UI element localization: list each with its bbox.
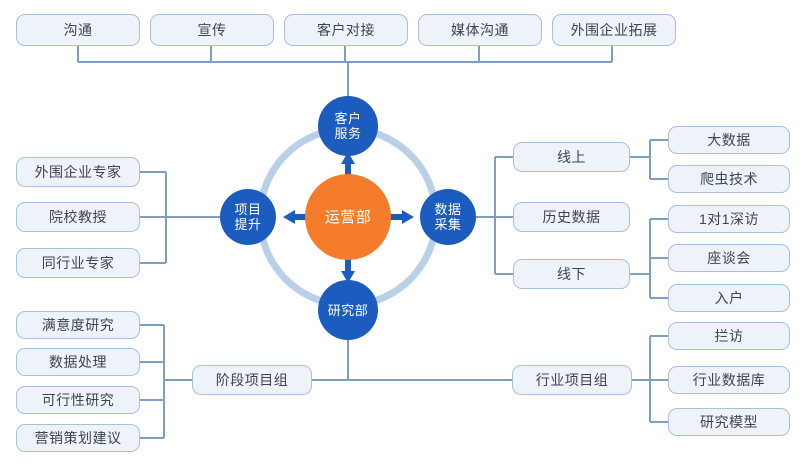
bottom-left-box-ke-xing-xing-yan-jiu[interactable]: 可行性研究 — [16, 386, 140, 414]
right-box-da-shu-ju[interactable]: 大数据 — [668, 126, 790, 154]
hub-label-line2: 服务 — [334, 126, 362, 141]
hub-label-line2: 提升 — [234, 217, 262, 232]
top-box-mei-ti-gou-tong[interactable]: 媒体沟通 — [418, 14, 542, 46]
hub-circle-customer-service[interactable]: 客户 服务 — [318, 96, 378, 156]
hub-label-line1: 研究部 — [327, 302, 369, 318]
right-box-pa-chong-ji-shu[interactable]: 爬虫技术 — [668, 165, 790, 193]
bottom-left-box-ying-xiao-ce-hua-jian-yi[interactable]: 营销策划建议 — [16, 424, 140, 452]
bottom-left-box-shu-ju-chu-li[interactable]: 数据处理 — [16, 348, 140, 376]
left-box-wai-wei-qi-ye-zhuan-jia[interactable]: 外围企业专家 — [16, 157, 140, 187]
arrow-left-icon — [283, 210, 308, 224]
hub-label-line1: 数据 — [434, 202, 462, 217]
center-circle-operations[interactable]: 运营部 — [305, 174, 391, 260]
hub-circle-project-improvement[interactable]: 项目 提升 — [220, 189, 276, 245]
arrow-down-icon — [341, 258, 355, 283]
bottom-group-box-industry-project-team[interactable]: 行业项目组 — [512, 365, 632, 395]
top-box-wai-wei-qi-ye-tuo-zhan[interactable]: 外围企业拓展 — [552, 14, 676, 46]
top-box-xuan-chuan[interactable]: 宣传 — [150, 14, 274, 46]
hub-label-line1: 客户 — [334, 111, 362, 126]
right-box-zuo-tan-hui[interactable]: 座谈会 — [668, 244, 790, 272]
right-box-ru-hu[interactable]: 入户 — [668, 284, 790, 312]
bottom-right-box-yan-jiu-mo-xing[interactable]: 研究模型 — [668, 408, 790, 436]
top-box-ke-hu-dui-jie[interactable]: 客户对接 — [284, 14, 408, 46]
left-box-tong-hang-ye-zhuan-jia[interactable]: 同行业专家 — [16, 248, 140, 278]
bottom-left-box-man-yi-du-yan-jiu[interactable]: 满意度研究 — [16, 311, 140, 339]
arrow-right-icon — [389, 210, 414, 224]
right-box-xian-shang[interactable]: 线上 — [513, 142, 630, 172]
bottom-right-box-hang-ye-shu-ju-ku[interactable]: 行业数据库 — [668, 366, 790, 394]
hub-label-line1: 项目 — [234, 202, 262, 217]
bottom-right-box-lan-fang[interactable]: 拦访 — [668, 322, 790, 350]
hub-circle-data-collection[interactable]: 数据 采集 — [420, 189, 476, 245]
center-label: 运营部 — [324, 208, 372, 226]
right-box-xian-xia[interactable]: 线下 — [513, 259, 630, 289]
right-box-1dui1-shen-fang[interactable]: 1对1深访 — [668, 205, 790, 233]
right-box-li-shi-shu-ju[interactable]: 历史数据 — [513, 202, 630, 232]
bottom-group-box-stage-project-team[interactable]: 阶段项目组 — [192, 365, 312, 395]
hub-arrows — [283, 152, 414, 283]
top-box-gou-tong[interactable]: 沟通 — [16, 14, 140, 46]
left-box-yuan-xiao-jiao-shou[interactable]: 院校教授 — [16, 202, 140, 232]
arrow-up-icon — [341, 152, 355, 177]
hub-label-line2: 采集 — [434, 217, 462, 232]
hub-circle-research[interactable]: 研究部 — [318, 280, 378, 340]
